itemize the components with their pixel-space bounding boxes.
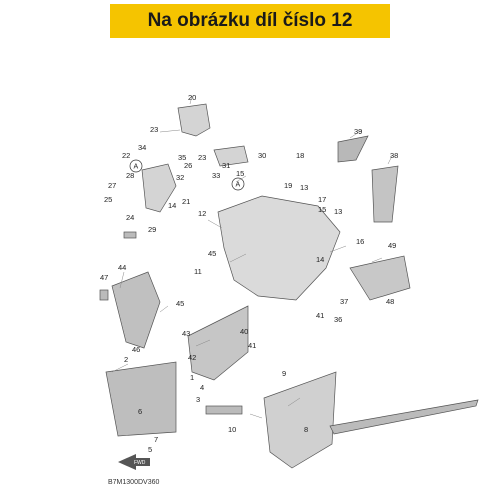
callout-24: 24 <box>126 213 134 222</box>
callout-26: 26 <box>184 161 192 170</box>
callout-15: 15 <box>318 205 326 214</box>
ref-marker-right: A <box>231 177 245 191</box>
diagram-code: B7M1300DV360 <box>108 479 159 486</box>
svg-text:A: A <box>134 164 139 171</box>
banner-title: Na obrázku díl číslo 12 <box>147 10 353 31</box>
callout-12: 12 <box>198 209 206 218</box>
belly-panel <box>263 371 337 469</box>
callout-23: 23 <box>198 153 206 162</box>
svg-text:A: A <box>236 182 241 189</box>
callout-2: 2 <box>124 355 128 364</box>
center-side-panel <box>187 305 249 381</box>
callout-21: 21 <box>182 197 190 206</box>
svg-text:FWD: FWD <box>134 460 146 466</box>
callout-29: 29 <box>148 225 156 234</box>
callout-16: 16 <box>356 237 364 246</box>
callout-30: 30 <box>258 151 266 160</box>
lower-grill <box>105 361 177 437</box>
callout-42: 42 <box>188 353 196 362</box>
callout-44: 44 <box>118 263 126 272</box>
left-inner-panel <box>141 163 177 213</box>
callout-5: 5 <box>148 445 152 454</box>
callout-27: 27 <box>108 181 116 190</box>
callout-43: 43 <box>182 329 190 338</box>
callout-9: 9 <box>282 369 286 378</box>
callout-35: 35 <box>178 153 186 162</box>
callout-13: 13 <box>334 207 342 216</box>
callout-20: 20 <box>188 93 196 102</box>
center-bracket <box>213 145 249 167</box>
callout-39: 39 <box>354 127 362 136</box>
windshield-part <box>177 103 211 137</box>
callout-48: 48 <box>386 297 394 306</box>
front-cowl <box>217 195 341 301</box>
callout-18: 18 <box>296 151 304 160</box>
callout-38: 38 <box>390 151 398 160</box>
callout-37: 37 <box>340 297 348 306</box>
callout-31: 31 <box>222 161 230 170</box>
callout-33: 33 <box>212 171 220 180</box>
callout-34: 34 <box>138 143 146 152</box>
title-banner: Na obrázku díl číslo 12 <box>110 4 390 38</box>
small-clip <box>99 289 109 301</box>
callout-32: 32 <box>176 173 184 182</box>
callout-19: 19 <box>284 181 292 190</box>
callout-46: 46 <box>132 345 140 354</box>
callout-7: 7 <box>154 435 158 444</box>
callout-36: 36 <box>334 315 342 324</box>
callout-45: 45 <box>208 249 216 258</box>
callout-15: 15 <box>236 169 244 178</box>
callout-10: 10 <box>228 425 236 434</box>
callout-8: 8 <box>304 425 308 434</box>
callout-41: 41 <box>248 341 256 350</box>
callout-47: 47 <box>100 273 108 282</box>
small-plate <box>123 231 137 239</box>
callout-14: 14 <box>316 255 324 264</box>
callout-11: 11 <box>194 267 202 276</box>
callout-45: 45 <box>176 299 184 308</box>
callout-41: 41 <box>316 311 324 320</box>
trim-strip <box>329 399 479 435</box>
callout-17: 17 <box>318 195 326 204</box>
callout-1: 1 <box>190 373 194 382</box>
callout-23: 23 <box>150 125 158 134</box>
callout-28: 28 <box>126 171 134 180</box>
callout-13: 13 <box>300 183 308 192</box>
callout-4: 4 <box>200 383 204 392</box>
right-lower-panel <box>349 255 411 301</box>
callout-6: 6 <box>138 407 142 416</box>
callout-14: 14 <box>168 201 176 210</box>
callout-40: 40 <box>240 327 248 336</box>
front-direction-arrow: FWD <box>118 454 150 470</box>
small-bracket <box>205 405 243 415</box>
callout-22: 22 <box>122 151 130 160</box>
ref-marker-left: A <box>129 159 143 173</box>
callout-25: 25 <box>104 195 112 204</box>
right-side-cover <box>371 165 399 223</box>
left-side-cover <box>111 271 161 349</box>
callout-3: 3 <box>196 395 200 404</box>
right-upper-panel <box>337 135 369 163</box>
callout-49: 49 <box>388 241 396 250</box>
